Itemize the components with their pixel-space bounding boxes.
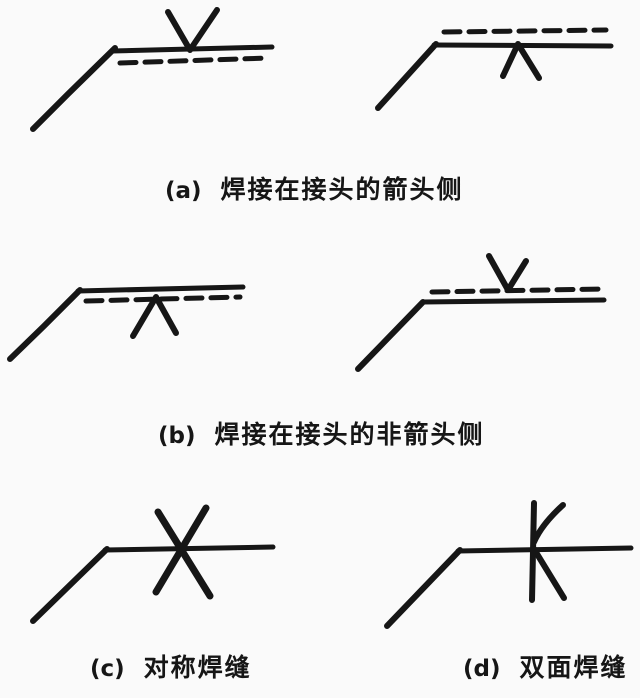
caption-c: (c) 对称焊缝 bbox=[90, 653, 252, 684]
panel-a-right bbox=[375, 27, 614, 111]
arrow-line bbox=[375, 41, 439, 111]
reference-line-solid bbox=[75, 284, 246, 294]
v-groove-symbol-above-icon bbox=[165, 7, 220, 53]
caption-a-text: 焊接在接头的箭头侧 bbox=[220, 175, 464, 204]
arrow-line bbox=[30, 45, 118, 132]
v-groove-symbol-above-icon bbox=[486, 253, 529, 293]
caption-d-label: (d) bbox=[463, 656, 501, 682]
identification-line-dashed bbox=[441, 27, 609, 35]
identification-line-dashed bbox=[429, 286, 605, 295]
panel-d bbox=[384, 500, 634, 629]
caption-b: (b) 焊接在接头的非箭头侧 bbox=[158, 420, 485, 451]
caption-d: (d) 双面焊缝 bbox=[463, 653, 628, 684]
caption-b-text: 焊接在接头的非箭头侧 bbox=[214, 420, 485, 449]
caption-c-text: 对称焊缝 bbox=[143, 653, 252, 682]
panel-a-left bbox=[30, 7, 275, 132]
identification-line-dashed bbox=[117, 55, 271, 66]
panel-c bbox=[30, 504, 276, 624]
caption-a: (a) 焊接在接头的箭头侧 bbox=[165, 175, 464, 206]
k-symbol-upper-arm bbox=[531, 502, 566, 545]
caption-d-text: 双面焊缝 bbox=[519, 653, 628, 682]
caption-b-label: (b) bbox=[158, 423, 196, 449]
reference-line-solid bbox=[102, 544, 276, 553]
v-groove-symbol-below-icon bbox=[130, 294, 179, 339]
identification-line-dashed bbox=[83, 294, 243, 304]
arrow-line bbox=[384, 547, 463, 629]
reference-line-solid bbox=[431, 42, 614, 49]
x-symbol-stroke-2 bbox=[152, 504, 210, 596]
panel-b-right bbox=[355, 253, 607, 372]
caption-c-label: (c) bbox=[90, 656, 125, 682]
reference-line-solid bbox=[420, 297, 607, 305]
v-groove-symbol-below-icon bbox=[500, 41, 542, 81]
arrow-line bbox=[355, 299, 426, 372]
arrow-line bbox=[7, 287, 83, 362]
panel-b-left bbox=[7, 284, 246, 362]
k-symbol-lower-arm bbox=[531, 546, 567, 601]
reference-line-solid bbox=[455, 545, 634, 554]
caption-a-label: (a) bbox=[165, 178, 202, 204]
arrow-line bbox=[30, 546, 110, 624]
x-symbol-stroke-1 bbox=[154, 508, 214, 600]
